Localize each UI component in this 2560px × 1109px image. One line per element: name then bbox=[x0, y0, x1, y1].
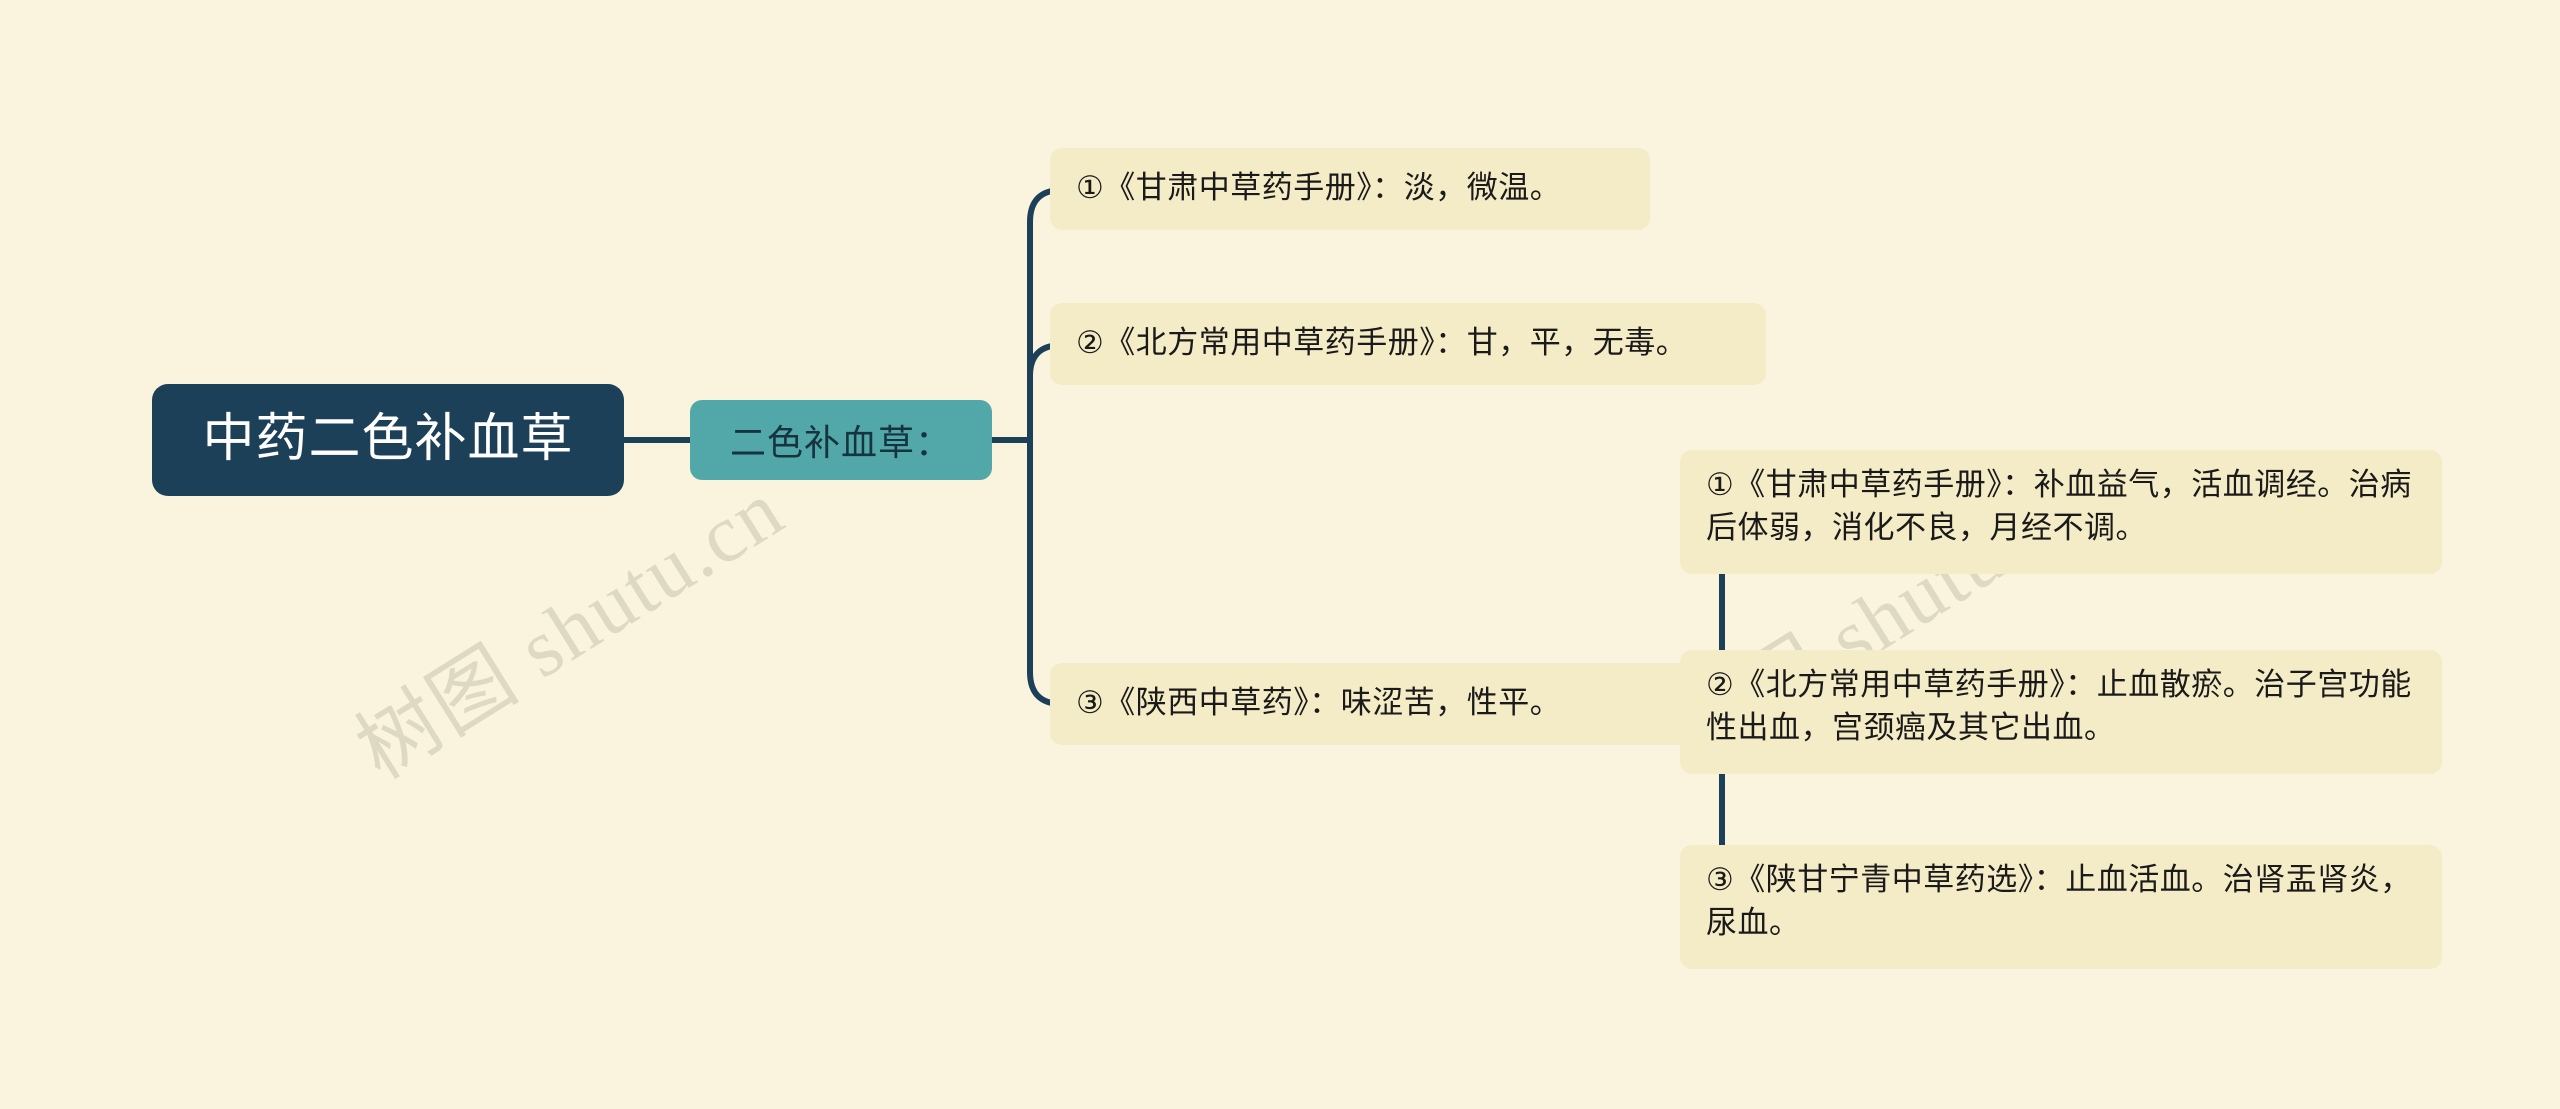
node-branch-b-item-1[interactable]: ①《甘肃中草药手册》：补血益气，活血调经。治病后体弱，消化不良，月经不调。 bbox=[1680, 450, 2442, 574]
node-branch-b-item-2[interactable]: ②《北方常用中草药手册》：止血散瘀。治子宫功能性出血，宫颈癌及其它出血。 bbox=[1680, 650, 2442, 774]
node-root[interactable]: 中药二色补血草 bbox=[152, 384, 624, 496]
node-branch-a-item-2-label: ②《北方常用中草药手册》：甘，平，无毒。 bbox=[1076, 324, 1688, 360]
node-branch-b-item-3[interactable]: ③《陕甘宁青中草药选》：止血活血。治肾盂肾炎，尿血。 bbox=[1680, 845, 2442, 969]
watermark-left: 树图 shutu.cn bbox=[341, 463, 799, 796]
node-branch-a-item-3-label: ③《陕西中草药》：味涩苦，性平。 bbox=[1076, 684, 1562, 720]
node-branch-a-item-1-label: ①《甘肃中草药手册》：淡，微温。 bbox=[1076, 169, 1562, 205]
node-level2-label: 二色补血草： bbox=[729, 422, 952, 463]
node-branch-b-item-3-label: ③《陕甘宁青中草药选》：止血活血。治肾盂肾炎，尿血。 bbox=[1706, 862, 2412, 940]
node-root-label: 中药二色补血草 bbox=[202, 410, 574, 469]
node-level2[interactable]: 二色补血草： bbox=[690, 400, 992, 480]
node-branch-a-item-3[interactable]: ③《陕西中草药》：味涩苦，性平。 bbox=[1050, 663, 1690, 745]
node-branch-a-item-1[interactable]: ①《甘肃中草药手册》：淡，微温。 bbox=[1050, 148, 1650, 230]
node-branch-a-item-2[interactable]: ②《北方常用中草药手册》：甘，平，无毒。 bbox=[1050, 303, 1766, 385]
node-branch-b-item-2-label: ②《北方常用中草药手册》：止血散瘀。治子宫功能性出血，宫颈癌及其它出血。 bbox=[1706, 667, 2412, 745]
node-branch-b-item-1-label: ①《甘肃中草药手册》：补血益气，活血调经。治病后体弱，消化不良，月经不调。 bbox=[1706, 467, 2412, 545]
